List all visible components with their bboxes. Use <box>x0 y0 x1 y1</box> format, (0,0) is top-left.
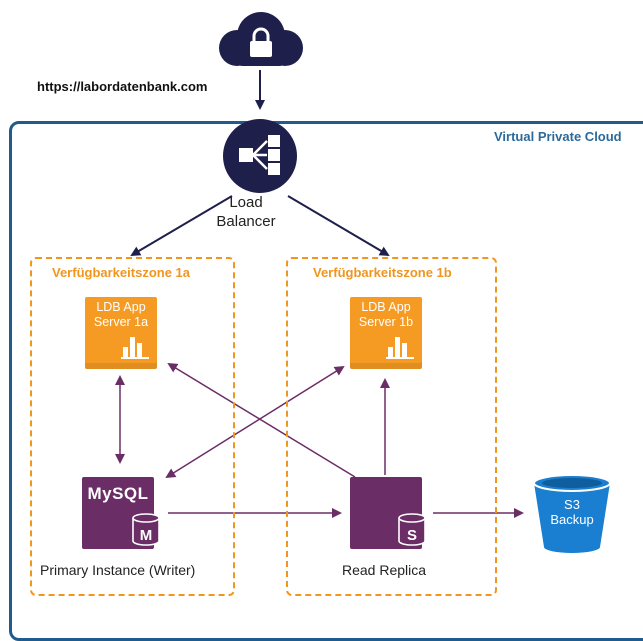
arrow-mysql-app-1b <box>165 365 345 479</box>
vpc-label: Virtual Private Cloud <box>494 129 622 144</box>
zone-1b-label: Verfügbarkeitszone 1b <box>313 265 452 280</box>
primary-instance-caption: Primary Instance (Writer) <box>40 562 196 578</box>
mysql-primary-instance[interactable]: MySQL M <box>82 477 160 549</box>
database-cylinder-icon: S <box>398 513 426 546</box>
load-balancer-icon <box>223 119 297 193</box>
url-label[interactable]: https://labordatenbank.com <box>37 79 208 94</box>
app-server-1b-line1: LDB App <box>361 300 411 314</box>
load-balancer-label-line2: Balancer <box>216 213 276 230</box>
s3-bucket-icon <box>533 474 611 553</box>
zone-1a-label: Verfügbarkeitszone 1a <box>52 265 190 280</box>
mysql-title: MySQL <box>87 484 149 503</box>
app-server-1a[interactable]: LDB App Server 1a <box>85 297 157 369</box>
load-balancer-label-line1: Load <box>229 194 263 211</box>
app-server-1b-line2: Server 1b <box>358 315 414 329</box>
load-balancer-label: Load Balancer <box>209 193 283 231</box>
bar-chart-icon <box>386 337 414 359</box>
app-server-1b[interactable]: LDB App Server 1b <box>350 297 422 369</box>
replica-badge-letter: S <box>407 527 417 544</box>
arrow-replica-to-app-1a <box>167 362 356 478</box>
s3-backup-label: S3 Backup <box>533 497 611 527</box>
database-cylinder-icon: M <box>132 513 160 546</box>
primary-badge-letter: M <box>140 527 153 544</box>
read-replica-instance[interactable]: S <box>350 477 426 549</box>
availability-zone-1a <box>30 257 235 596</box>
s3-label-line1: S3 <box>564 497 580 512</box>
arrow-lb-to-app-1a <box>130 195 233 257</box>
app-server-1a-line1: LDB App <box>96 300 146 314</box>
availability-zone-1b <box>286 257 497 596</box>
read-replica-caption: Read Replica <box>342 562 427 578</box>
app-server-1a-line2: Server 1a <box>93 315 149 329</box>
bar-chart-icon <box>121 337 149 359</box>
arrow-lb-to-app-1b <box>287 195 390 257</box>
connector-layer <box>115 70 524 518</box>
cloud-lock-icon <box>219 12 303 66</box>
s3-label-line2: Backup <box>550 512 594 527</box>
